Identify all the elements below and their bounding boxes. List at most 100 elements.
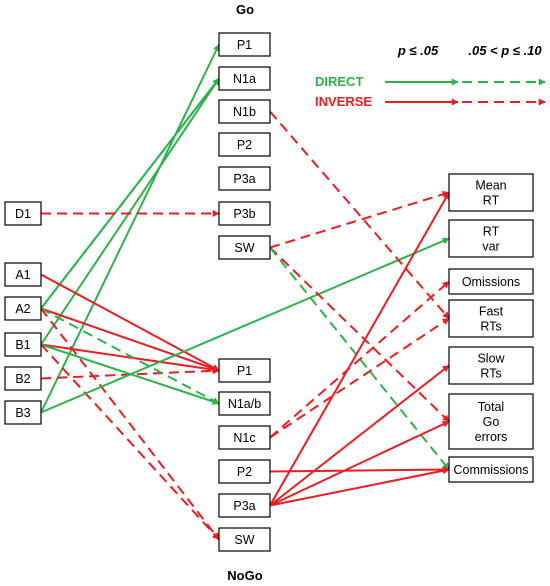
link-inverse-dashed-11 [40,307,220,541]
go-node-label: N1a [233,72,256,86]
out-node-2: Omissions [448,268,534,295]
nogo-node-box [218,358,271,383]
link-inverse-solid-7 [40,343,220,374]
out-node-label: Total [478,400,504,414]
link-inverse-dashed-18 [269,280,450,439]
go-node-label: N1b [233,105,256,119]
left-node-label: D1 [15,207,31,221]
left-node-1: A1 [4,262,42,287]
go-node-box [218,32,271,57]
left-node-box [4,366,42,391]
out-node-box [448,268,534,295]
go-node-label: SW [234,241,254,255]
nogo-node-label: P3a [233,499,255,513]
link-inverse-solid-24 [269,467,450,507]
nogo-node-label: P2 [237,465,252,479]
out-node-box [448,219,534,258]
left-node-box [4,262,42,287]
link-direct-dashed-3 [40,77,220,310]
left-node-2: A2 [4,296,42,321]
out-node-label: var [482,240,499,254]
out-node-label: Go [483,415,500,429]
nogo-header: NoGo [227,568,262,583]
legend-inverse-label: INVERSE [315,94,372,109]
go-node-label: P1 [237,38,252,52]
left-node-0: D1 [4,201,42,226]
nogo-node-3: P2 [218,459,271,484]
out-node-box [448,299,534,338]
nogo-node-label: SW [234,533,254,547]
go-node-6: SW [218,235,271,260]
link-direct-dashed-10 [40,307,220,405]
go-node-box [218,166,271,191]
left-node-box [4,400,42,425]
left-node-box [4,201,42,226]
go-node-label: P3a [233,172,255,186]
out-node-label: errors [475,430,508,444]
go-node-box [218,201,271,226]
link-inverse-solid-22 [269,364,450,507]
link-inverse-solid-5 [40,273,220,372]
nogo-node-4: P3a [218,493,271,518]
out-node-label: RTs [480,367,501,381]
go-node-4: P3a [218,166,271,191]
left-node-5: B3 [4,400,42,425]
link-inverse-solid-20 [269,466,450,474]
left-node-3: B1 [4,332,42,357]
go-node-box [218,235,271,260]
legend-sig-solid: p ≤ .05 [397,43,439,58]
left-node-label: A2 [15,302,30,316]
out-node-label: RTs [480,320,501,334]
links [40,43,450,541]
link-inverse-dashed-16 [269,246,450,423]
nogo-node-box [218,425,271,450]
nogo-node-label: P1 [237,364,252,378]
nogo-node-5: SW [218,527,271,552]
out-node-label: Mean [475,179,506,193]
go-node-box [218,99,271,124]
link-inverse-dashed-14 [269,110,450,320]
out-node-box [448,456,534,483]
out-node-box [448,346,534,385]
left-node-label: B3 [15,406,30,420]
left-node-label: B2 [15,372,30,386]
legend-direct-label: DIRECT [315,74,363,89]
go-node-5: P3b [218,201,271,226]
left-node-box [4,332,42,357]
link-inverse-dashed-19 [269,317,450,439]
legend-sig-dashed: .05 < p ≤ .10 [468,43,542,58]
link-direct-solid-2 [40,77,220,346]
nogo-node-box [218,459,271,484]
link-inverse-solid-6 [40,307,220,372]
out-node-box [448,173,534,212]
left-node-4: B2 [4,366,42,391]
nogo-node-box [218,527,271,552]
out-node-label: Commissions [453,463,528,477]
link-direct-solid-13 [40,237,450,414]
nodes: D1A1A2B1B2B3P1N1aN1bP2P3aP3bSWP1N1a/bN1c… [4,32,534,552]
go-node-0: P1 [218,32,271,57]
legend: p ≤ .05 .05 < p ≤ .10 DIRECT INVERSE [315,43,546,109]
out-node-6: Commissions [448,456,534,483]
go-node-box [218,66,271,91]
go-node-label: P2 [237,138,252,152]
nogo-node-box [218,493,271,518]
out-node-label: RT [483,194,500,208]
nogo-node-label: N1c [233,431,255,445]
go-node-2: N1b [218,99,271,124]
out-node-label: RT [483,225,500,239]
go-node-3: P2 [218,132,271,157]
out-node-box [448,393,534,450]
out-node-label: Slow [477,352,505,366]
nogo-node-1: N1a/b [218,391,271,416]
link-direct-solid-0 [40,43,220,413]
go-node-box [218,132,271,157]
left-node-label: B1 [15,338,30,352]
link-inverse-solid-23 [269,420,450,507]
left-node-label: A1 [15,268,30,282]
